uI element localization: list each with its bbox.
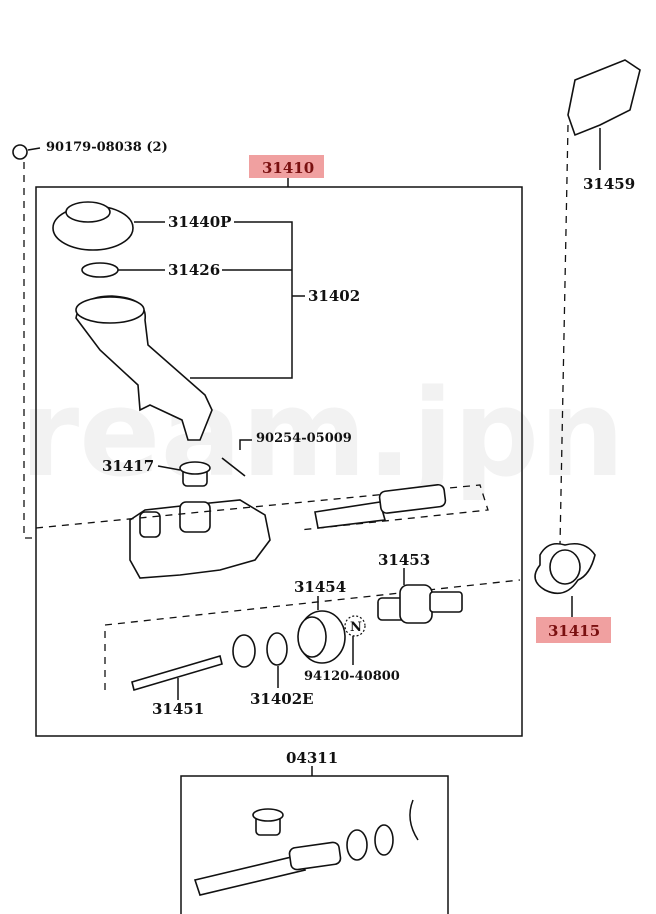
cup-icon: [297, 610, 346, 664]
piston-front-icon: [377, 584, 463, 624]
highlight-assembly: [249, 155, 324, 178]
gasket-icon: [81, 262, 119, 278]
cylinder-body-icon: [129, 499, 271, 579]
grommet-icon: [179, 461, 211, 487]
reservoir-icon: [75, 295, 213, 441]
snap-ring-icon: [266, 632, 288, 666]
label-n-mark: N: [350, 620, 362, 635]
label-piston-front[interactable]: 31453: [378, 551, 430, 569]
label-bracket[interactable]: 31459: [583, 175, 635, 193]
label-reservoir[interactable]: 31402: [308, 287, 360, 305]
label-cap[interactable]: 31440P: [168, 213, 231, 231]
washer-icon: [232, 634, 256, 668]
label-grommet[interactable]: 31417: [102, 457, 154, 475]
label-rod[interactable]: 31451: [152, 700, 204, 718]
label-snap-ring[interactable]: 31402E: [250, 690, 314, 708]
flange-icon: [534, 542, 596, 595]
assembly-box: [35, 186, 523, 737]
label-kit[interactable]: 04311: [286, 749, 338, 767]
pin-icon: [221, 457, 246, 477]
label-cup[interactable]: 31454: [294, 578, 346, 596]
reservoir-cap-icon: [52, 201, 134, 251]
label-pin[interactable]: 90254-05009: [256, 431, 352, 446]
spring-piston-icon: [314, 483, 447, 529]
label-flange[interactable]: 31415: [548, 622, 600, 640]
label-gasket[interactable]: 31426: [168, 261, 220, 279]
watermark: ream.jpn: [20, 365, 625, 504]
bracket-icon: [567, 59, 641, 137]
label-assembly[interactable]: 31410: [262, 159, 314, 177]
push-rod-icon: [131, 654, 223, 692]
bolt-icon: [12, 144, 41, 160]
n-mark-icon: [344, 615, 366, 637]
label-n-part[interactable]: 94120-40800: [304, 669, 400, 684]
highlight-flange: [536, 617, 611, 643]
label-bolt[interactable]: 90179-08038 (2): [46, 140, 168, 155]
kit-parts-icon: [193, 799, 419, 896]
